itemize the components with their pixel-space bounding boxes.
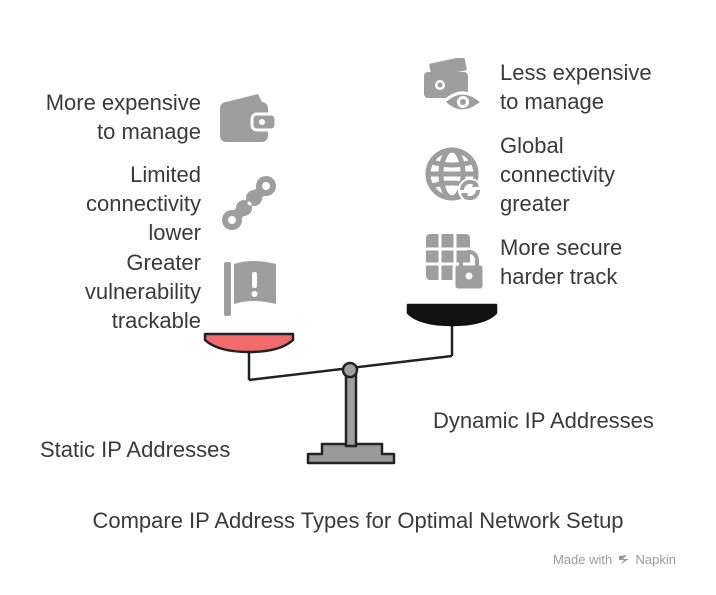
grid-lock-icon — [426, 234, 486, 292]
dynamic-ip-title: Dynamic IP Addresses — [433, 408, 654, 433]
scale-pivot — [341, 361, 359, 379]
right-pan — [406, 303, 498, 327]
left-pan — [203, 332, 295, 354]
warning-flag-icon — [224, 261, 276, 316]
scale-post — [344, 372, 358, 448]
static-ip-title: Static IP Addresses — [40, 437, 231, 462]
napkin-logo-icon — [618, 555, 629, 564]
wallet-icon — [220, 94, 278, 142]
globe-sync-icon — [425, 147, 482, 202]
left-item-3: Greater vulnerability trackable — [84, 250, 201, 333]
right-item-3: More secure harder track — [500, 235, 623, 289]
made-with-napkin-credit: Made with Napkin — [553, 552, 676, 567]
left-item-1: More expensive to manage — [45, 90, 201, 144]
credit-brand: Napkin — [635, 552, 676, 567]
left-item-2: Limited connectivity lower — [86, 162, 201, 245]
scale-base — [306, 442, 396, 465]
right-item-1: Less expensive to manage — [500, 60, 652, 114]
right-item-2: Global connectivity greater — [500, 133, 615, 216]
credit-prefix: Made with — [553, 552, 613, 567]
broken-link-icon — [222, 176, 276, 230]
money-eye-icon — [424, 58, 484, 113]
diagram-title: Compare IP Address Types for Optimal Net… — [92, 508, 624, 533]
